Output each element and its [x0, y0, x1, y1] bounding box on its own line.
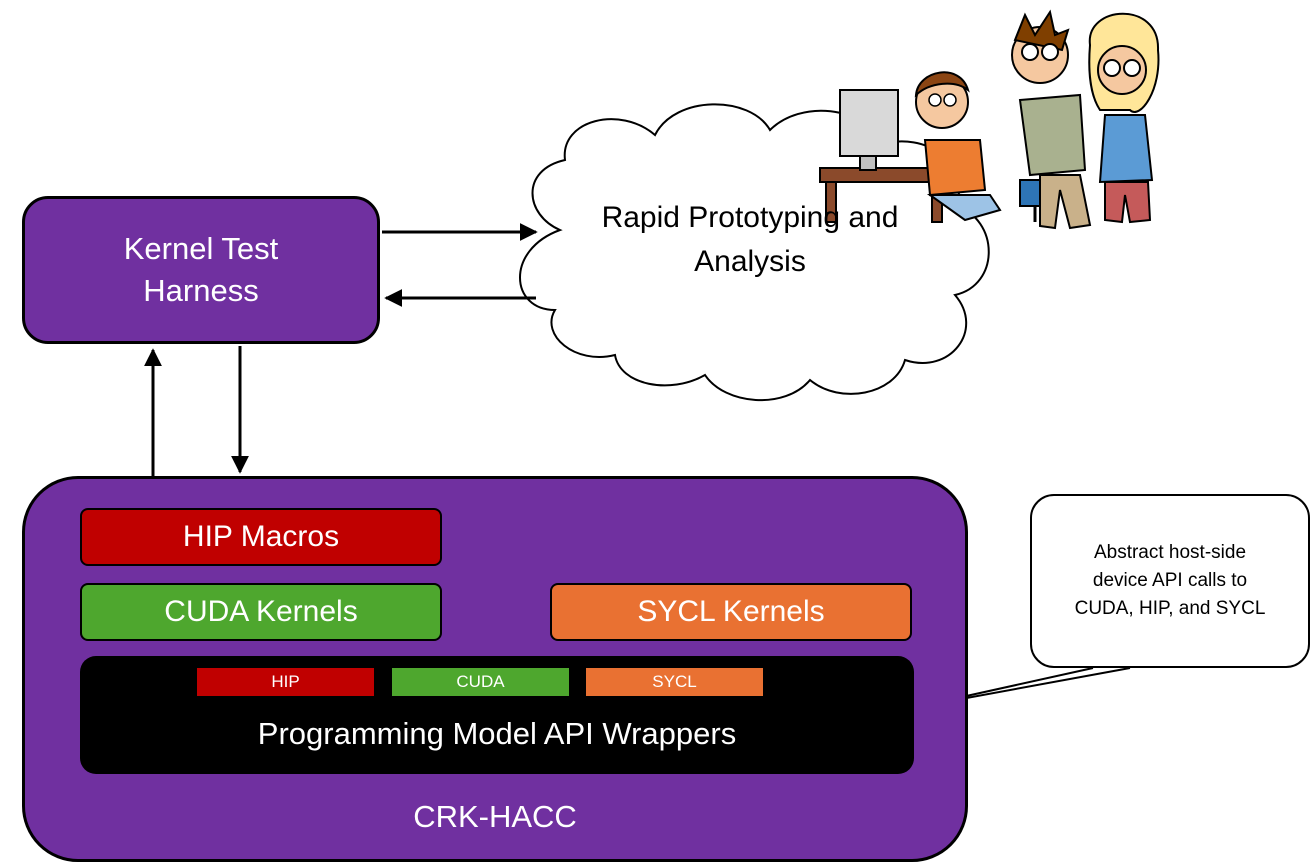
api-wrappers-box: HIP CUDA SYCL Programming Model API Wrap… [80, 656, 914, 774]
sycl-kernels-box: SYCL Kernels [550, 583, 912, 641]
rapid-prototyping-label: Rapid Prototyping and Analysis [601, 201, 899, 278]
cuda-kernels-label: CUDA Kernels [164, 595, 358, 628]
cuda-kernels-box: CUDA Kernels [80, 583, 442, 641]
callout-text: Abstract host-side device API calls to C… [1074, 542, 1266, 619]
kernel-test-harness-label: Kernel Test Harness [123, 231, 279, 308]
hip-macros-box: HIP Macros [80, 508, 442, 566]
api-wrappers-label: Programming Model API Wrappers [257, 716, 737, 751]
callout-bubble: Abstract host-side device API calls to C… [1030, 494, 1310, 668]
people-at-computer-illustration [819, 9, 1160, 230]
sycl-kernels-label: SYCL Kernels [637, 595, 825, 628]
kernel-test-harness: Kernel Test Harness [22, 196, 380, 344]
crk-hacc-label: CRK-HACC [413, 799, 577, 834]
wrapper-tag-hip: HIP [197, 668, 374, 696]
hip-macros-label: HIP Macros [182, 520, 340, 553]
wrapper-tag-sycl: SYCL [586, 668, 763, 696]
wrapper-tag-cuda: CUDA [392, 668, 569, 696]
